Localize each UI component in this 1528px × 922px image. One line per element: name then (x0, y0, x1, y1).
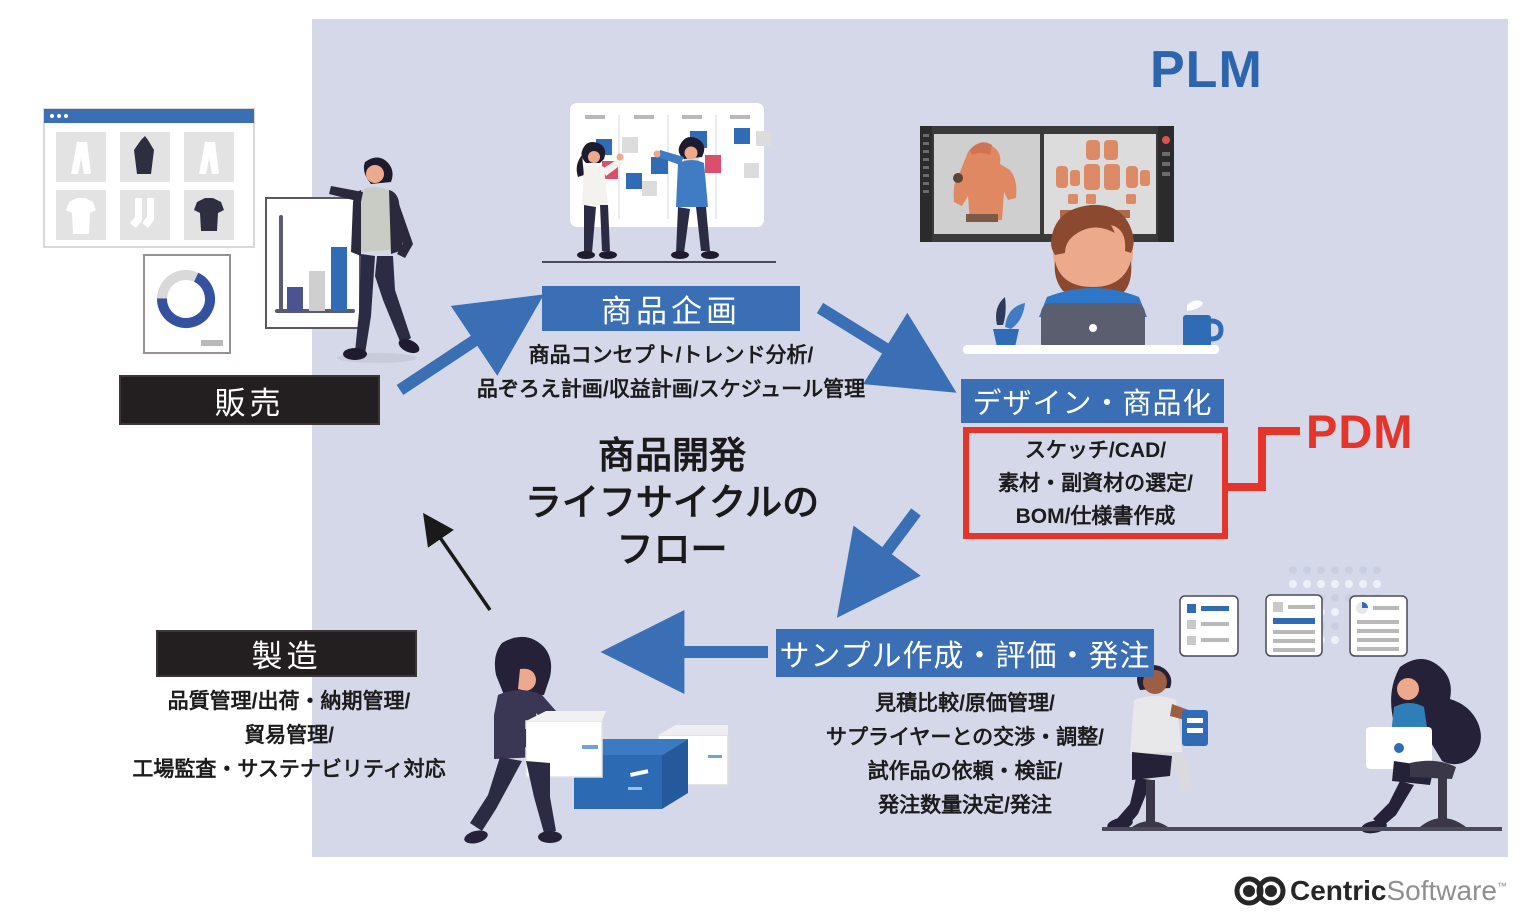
pdm-scope-box: スケッチ/CAD/ 素材・副資材の選定/ BOM/仕様書作成 (963, 427, 1228, 539)
pants-icon (71, 142, 91, 174)
coffee-mug (1183, 300, 1224, 347)
sample-detail-line: 発注数量決定/発注 (878, 794, 1052, 817)
leaning-man-illustration (329, 157, 420, 363)
kikaku-details: 商品コンセプト/トレンド分析/ 品ぞろえ計画/収益計画/スケジュール管理 (477, 339, 865, 407)
donut-chart (157, 270, 215, 328)
donut-chart-card (143, 254, 231, 354)
seizo-detail-line: 品質管理/出荷・納期管理/ (167, 690, 411, 713)
doc-card-checklist (1179, 595, 1239, 657)
centric-logo-text: CentricSoftware™ (1290, 875, 1507, 907)
bar-chart-card (265, 197, 361, 329)
bar-chart (275, 215, 355, 313)
tshirt-icon (66, 198, 96, 234)
browser-titlebar (44, 109, 254, 123)
kikaku-detail-line: 商品コンセプト/トレンド分析/ (528, 344, 814, 367)
stage-box-design: デザイン・商品化 (961, 379, 1224, 423)
hoodie-3d-render (953, 142, 1017, 222)
pdm-item: 素材・副資材の選定/ (998, 471, 1193, 495)
product-tile-grid (56, 132, 234, 240)
kanban-column-headers (585, 115, 750, 119)
logo-brand-bold: Centric (1290, 875, 1387, 906)
pants-icon (199, 142, 219, 174)
stage-box-hanbai: 販売 (119, 375, 380, 425)
centric-logo-icon (1234, 876, 1286, 906)
seizo-details: 品質管理/出荷・納期管理/ 貿易管理/ 工場監査・サステナビリティ対応 (132, 685, 445, 787)
pdm-label: PDM (1306, 405, 1414, 458)
pdm-item: スケッチ/CAD/ (1024, 438, 1167, 462)
pdm-item: BOM/仕様書作成 (1015, 504, 1176, 528)
kanban-planning-illustration (542, 103, 776, 263)
beard (1054, 261, 1132, 299)
diagram-title: 商品開発 ライフサイクルの フロー (525, 432, 819, 573)
kikaku-detail-line: 品ぞろえ計画/収益計画/スケジュール管理 (476, 378, 866, 401)
box-carrier-woman (464, 636, 606, 844)
designer-at-desk-illustration (963, 204, 1224, 354)
seizo-detail-line: 貿易管理/ (244, 724, 334, 747)
shipping-boxes-illustration (464, 636, 729, 844)
planner-man (653, 137, 719, 259)
diagram-title-line: フロー (616, 529, 728, 570)
logo-brand-light: Software (1386, 875, 1497, 906)
sitting-man-illustration (1107, 665, 1208, 831)
ecommerce-catalog-illustration (43, 108, 255, 248)
tshirt-icon (194, 198, 224, 231)
diagram-title-line: 商品開発 (598, 435, 746, 476)
stage-box-sample: サンプル作成・評価・発注 (776, 629, 1154, 677)
dots-pattern (1289, 566, 1381, 644)
seizo-detail-line: 工場監査・サステナビリティ対応 (132, 758, 446, 781)
centric-software-logo: CentricSoftware™ (1232, 866, 1522, 916)
sitting-woman-illustration (1361, 659, 1481, 834)
plant (993, 297, 1025, 347)
sample-detail-line: 試作品の依頼・検証/ (867, 760, 1063, 783)
diagram-title-line: ライフサイクルの (524, 482, 820, 523)
stage-box-seizo: 製造 (156, 630, 417, 677)
planner-woman (576, 142, 624, 259)
doc-card-report (1265, 594, 1323, 657)
stage-label-design: デザイン・商品化 (972, 388, 1213, 420)
spec-documents-illustration (1179, 566, 1408, 657)
sample-detail-line: 見積比較/原価管理/ (875, 692, 1055, 715)
stage-box-kikaku: 商品企画 (542, 286, 800, 331)
stage-label-sample: サンプル作成・評価・発注 (779, 640, 1151, 673)
dress-icon (134, 136, 154, 174)
logo-trademark: ™ (1496, 881, 1507, 893)
socks-icon (130, 198, 154, 228)
stage-label-kikaku: 商品企画 (601, 294, 741, 329)
stage-label-seizo: 製造 (251, 639, 322, 674)
sample-detail-line: サプライヤーとの交渉・調整/ (826, 726, 1104, 749)
plm-label: PLM (1150, 41, 1263, 99)
stage-label-hanbai: 販売 (214, 385, 285, 421)
doc-card-summary (1349, 595, 1408, 657)
sample-details: 見積比較/原価管理/ サプライヤーとの交渉・調整/ 試作品の依頼・検証/ 発注数… (826, 687, 1104, 823)
